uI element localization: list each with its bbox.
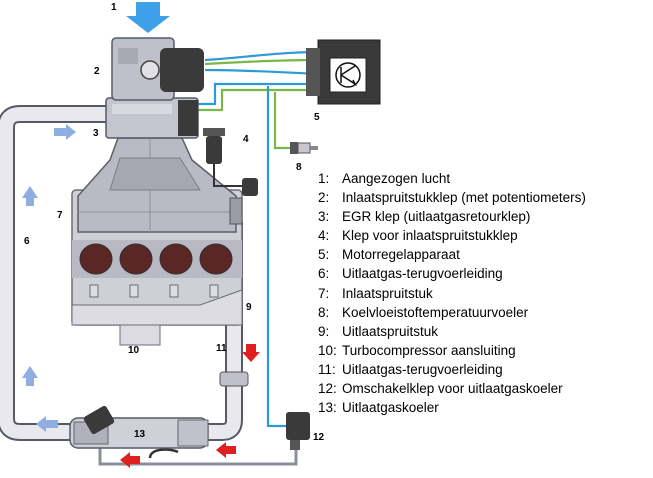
legend-item: 5:Motorregelapparaat	[318, 247, 460, 263]
cooler-bypass-pipe	[98, 440, 298, 466]
legend-item: 11:Uitlaatgas-terugvoerleiding	[318, 361, 503, 377]
legend-item: 6:Uitlaatgas-terugvoerleiding	[318, 266, 503, 282]
callout-13: 13	[134, 429, 146, 440]
callout-6: 6	[24, 236, 30, 247]
legend-item: 9:Uitlaatspruitstuk	[318, 323, 439, 339]
cylinder-bores	[79, 243, 233, 275]
callout-8: 8	[296, 162, 302, 173]
callout-1: 1	[111, 2, 117, 13]
legend-item: 13:Uitlaatgaskoeler	[318, 400, 439, 416]
legend-item: 1:Aangezogen lucht	[318, 171, 451, 186]
egr-cooler	[69, 405, 209, 449]
component-legend: 1:Aangezogen lucht 2:Inlaatspruitstukkle…	[318, 169, 586, 417]
recirc-flow-arrows	[22, 124, 76, 432]
callout-12: 12	[313, 432, 325, 443]
callout-9: 9	[246, 302, 252, 313]
egr-pipe-coupling	[219, 371, 249, 387]
callout-4: 4	[243, 134, 249, 145]
callout-3: 3	[93, 128, 99, 139]
callout-7: 7	[57, 210, 63, 221]
legend-item: 12:Omschakelklep voor uitlaatgaskoeler	[318, 381, 563, 397]
cooler-changeover-valve	[286, 412, 310, 450]
callout-2: 2	[94, 66, 100, 77]
engine-control-unit	[306, 39, 381, 105]
egr-valve	[105, 97, 199, 139]
legend-item: 7:Inlaatspruitstuk	[318, 285, 433, 301]
callout-5: 5	[314, 112, 320, 123]
hot-gas-flow-arrows	[120, 344, 260, 468]
intake-flap-housing	[111, 37, 204, 101]
callout-11: 11	[216, 343, 227, 354]
coolant-temp-sender	[290, 142, 318, 154]
callout-10: 10	[128, 345, 140, 356]
intake-manifold	[77, 137, 243, 233]
wiring-harness	[195, 50, 319, 428]
legend-item: 2:Inlaatspruitstukklep (met potentiomete…	[318, 190, 586, 206]
intake-air-arrow	[126, 2, 170, 33]
legend-item: 3:EGR klep (uitlaatgasretourklep)	[318, 209, 531, 225]
legend-item: 4:Klep voor inlaatspruitstukklep	[318, 228, 518, 244]
flap-control-valve	[203, 128, 258, 196]
legend-item: 8:Koelvloeistoftemperatuurvoeler	[318, 304, 529, 320]
legend-item: 10:Turbocompressor aansluiting	[318, 342, 516, 358]
